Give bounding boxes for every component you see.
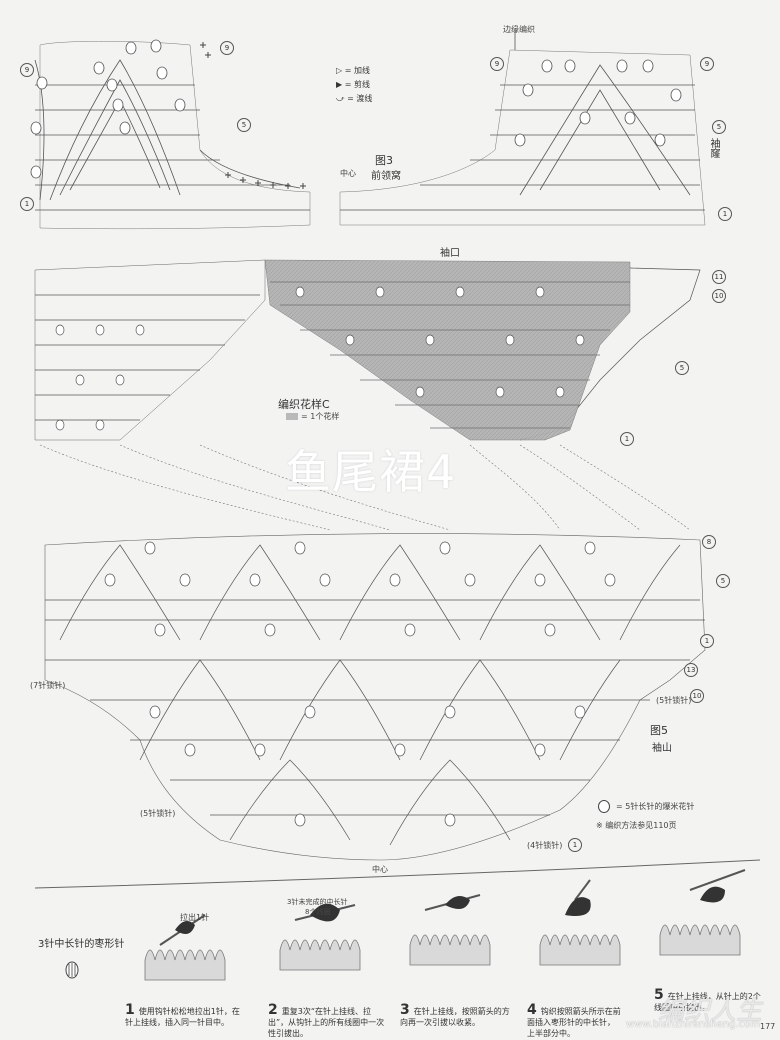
- step-text: 钩织按照箭头所示在前面插入枣形针的中长针，上半部分中。: [527, 1007, 621, 1038]
- row-number: 1: [620, 432, 634, 446]
- technique-illustrations: [144, 924, 741, 981]
- fig3-left-chart: [34, 41, 311, 230]
- watermark-title: 鱼尾裙4: [285, 445, 457, 499]
- fig3-legend: ▷ = 加线 ▶ = 剪线 ⤻ = 渡线: [336, 64, 372, 106]
- sleeve-cuff-label: 袖口: [440, 248, 460, 259]
- patternC-title: 编织花样C: [278, 398, 330, 411]
- fig5-outline: [44, 533, 706, 861]
- row-number: 9: [490, 57, 504, 71]
- brand-site: www.bianzhirensheng.com: [625, 1019, 760, 1030]
- fig3-side-label: 袖窿: [708, 138, 719, 158]
- row-number: 5: [712, 120, 726, 134]
- technique-pull-label: 拉出1针: [180, 913, 210, 922]
- step-number: 3: [400, 1002, 410, 1018]
- technique-unfinished-sub: 8个线圈: [305, 908, 331, 916]
- fig5-popcorns: [104, 541, 616, 827]
- chain-label: (7针锁针): [30, 681, 66, 690]
- step-text: 重复3次“在针上挂线、拉出”，从钩针上的所有线圈中一次性引拔出。: [268, 1007, 385, 1038]
- patternC-popcorns: [55, 286, 585, 431]
- page-number: 177: [760, 1022, 776, 1031]
- legend-cut-yarn: ▶ = 剪线: [336, 78, 372, 92]
- row-number: 1: [700, 634, 714, 648]
- chain-label: (5针锁针): [140, 809, 176, 818]
- patternC-legend-swatch: [286, 413, 298, 420]
- step-number: 2: [268, 1002, 278, 1018]
- fig5-fans: [45, 544, 705, 846]
- legend-cut-yarn-symbol: ▶: [336, 80, 343, 89]
- fig3-right-popcorns: [514, 59, 682, 147]
- fig3-center-label: 中心: [340, 169, 356, 178]
- legend-carry-yarn: ⤻ = 渡线: [336, 92, 372, 106]
- row-number: 1: [568, 838, 582, 852]
- legend-add-yarn: ▷ = 加线: [336, 64, 372, 78]
- row-number: 9: [700, 57, 714, 71]
- fig5-title: 图5: [650, 724, 668, 737]
- row-number: 9: [220, 41, 234, 55]
- technique-unfinished-label: 3针未完成的中长针: [287, 898, 348, 906]
- fig3-top-label: 边缘编织: [503, 25, 535, 34]
- patternC-legend-text: = 1个花样: [301, 412, 340, 421]
- fig5-center-label: 中心: [372, 865, 388, 874]
- section-divider: [34, 859, 761, 889]
- technique-title: 3针中长针的枣形针: [38, 939, 125, 950]
- row-number: 10: [712, 289, 726, 303]
- row-number: 1: [20, 197, 34, 211]
- fig5-note-reference: ※ 编织方法参见110页: [596, 821, 677, 830]
- step-number: 5: [654, 987, 664, 1003]
- row-number: 5: [675, 361, 689, 375]
- chain-label: (4针锁针): [527, 841, 563, 850]
- fig3-subtitle: 前领窝: [371, 171, 401, 182]
- row-number: 11: [712, 270, 726, 284]
- brand-logo: 编织人生: [657, 996, 762, 1026]
- legend-add-yarn-text: = 加线: [344, 66, 370, 75]
- fig5-note-popcorn: = 5针长针的爆米花针: [616, 802, 695, 811]
- row-number: 5: [237, 118, 251, 132]
- row-number: 9: [20, 63, 34, 77]
- legend-carry-yarn-text: = 渡线: [347, 94, 373, 103]
- step-text: 在针上挂线，按照箭头的方向再一次引拔以收紧。: [400, 1007, 510, 1027]
- technique-yarn: [175, 886, 725, 934]
- popcorn-symbol-icon: [598, 800, 610, 813]
- patternC-rows: [270, 281, 630, 429]
- step-text: 使用钩针松松地拉出1针，在针上挂线，插入同一针目中。: [125, 1007, 240, 1027]
- chain-label: (5针锁针): [656, 696, 692, 705]
- legend-add-yarn-symbol: ▷: [336, 66, 343, 75]
- row-number: 13: [684, 663, 698, 677]
- legend-carry-yarn-symbol: ⤻: [336, 94, 345, 103]
- fig3-title: 图3: [375, 154, 393, 167]
- row-number: 8: [702, 535, 716, 549]
- step-number: 4: [527, 1002, 537, 1018]
- step-text: 在针上挂线，从针上的2个线圈中引拔出。: [654, 992, 761, 1012]
- step-number: 1: [125, 1002, 135, 1018]
- row-number: 5: [716, 574, 730, 588]
- fig5-subtitle: 袖山: [652, 743, 672, 754]
- fig3-left-popcorns: [30, 39, 186, 179]
- row-number: 10: [690, 689, 704, 703]
- fig3-right-chart: [339, 30, 706, 226]
- fig3-neckline-stitches: [200, 42, 306, 189]
- legend-cut-yarn-text: = 剪线: [344, 80, 370, 89]
- row-number: 1: [718, 207, 732, 221]
- patternC-guide-lines: [39, 444, 691, 531]
